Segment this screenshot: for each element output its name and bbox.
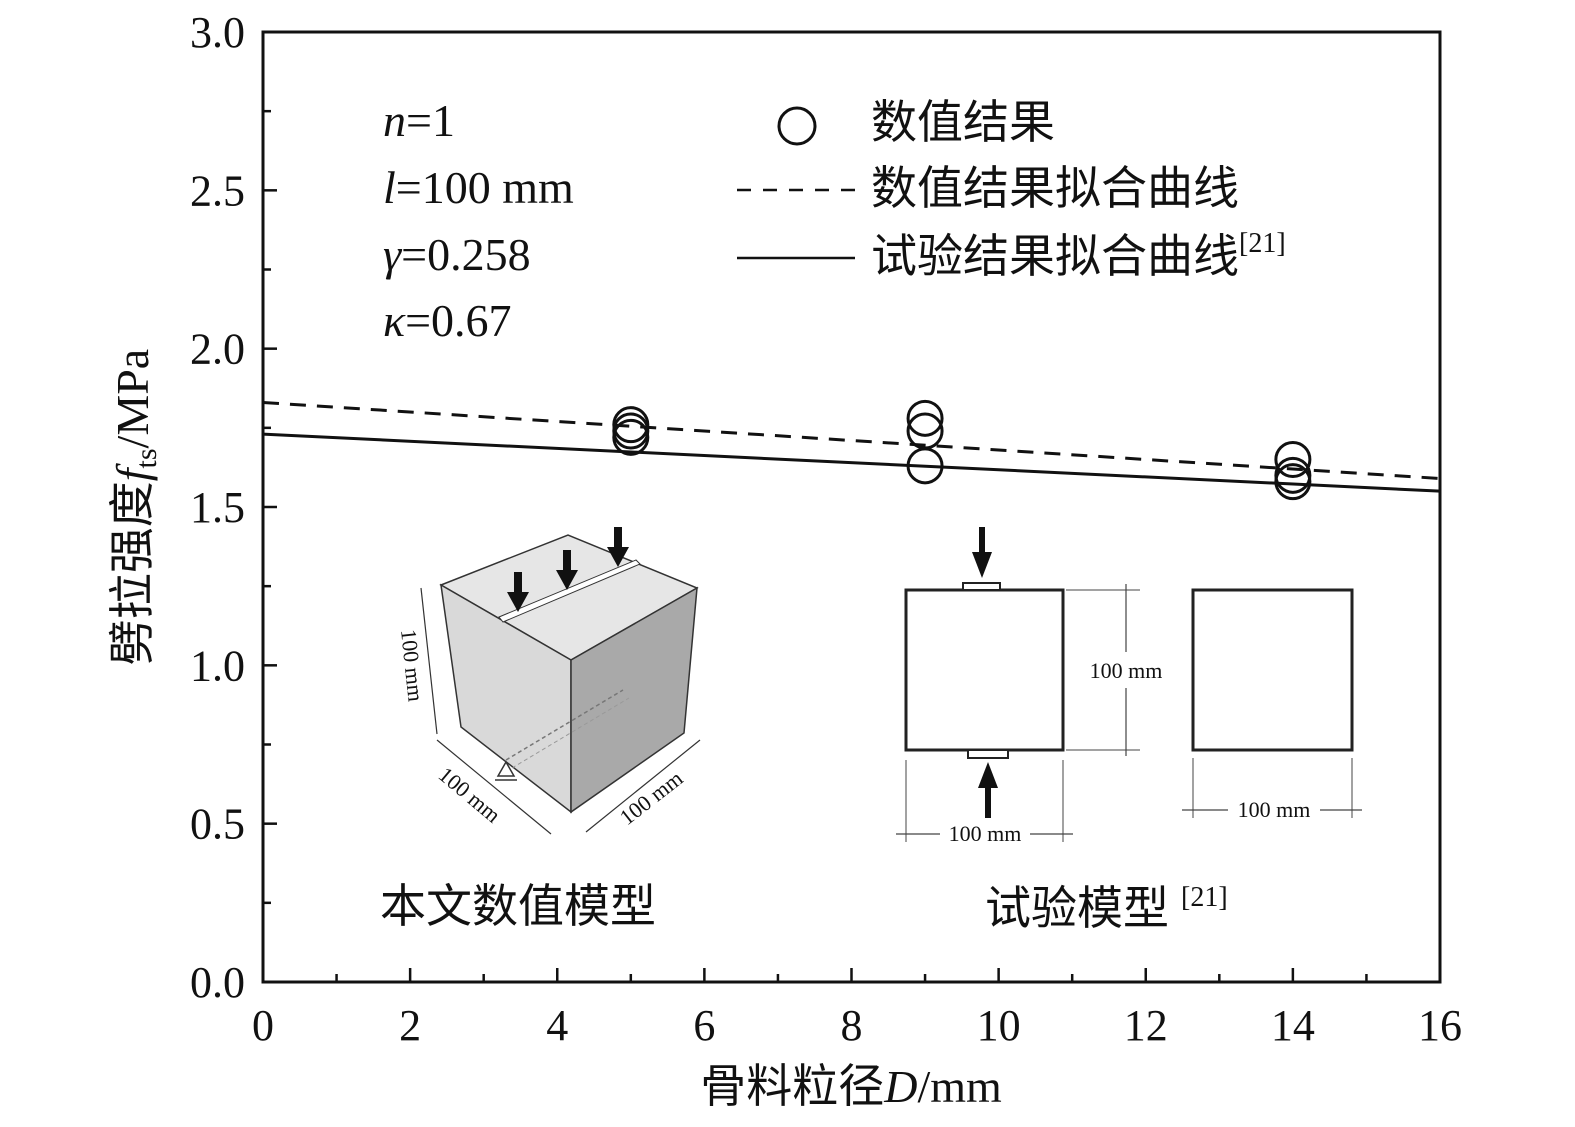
dim-label-horizontal-2: 100 mm — [1238, 797, 1311, 822]
support-strip — [505, 689, 624, 761]
x-tick-label: 12 — [1124, 1001, 1168, 1050]
x-axis-title-var: D — [883, 1061, 917, 1112]
y-tick-label: 2.5 — [190, 166, 245, 215]
support-symbol — [495, 760, 517, 781]
y-axis-title-sub: ts — [130, 448, 163, 468]
x-tick-label: 16 — [1418, 1001, 1462, 1050]
data-point — [906, 399, 944, 437]
specimen-2 — [1191, 588, 1354, 752]
inset-numerical-caption: 本文数值模型 — [380, 881, 656, 932]
data-points — [612, 399, 1312, 501]
dim-label-depth: 100 mm — [434, 762, 506, 828]
y-tick-label: 2.0 — [190, 325, 245, 374]
data-point — [1274, 463, 1312, 501]
axis-ticks — [261, 30, 1442, 984]
dim-label-height: 100 mm — [396, 628, 428, 703]
y-axis-title-unit: /MPa — [107, 349, 158, 449]
x-tick-label: 2 — [399, 1001, 421, 1050]
y-tick-label: 1.0 — [190, 641, 245, 690]
load-arrow-2 — [556, 550, 578, 590]
param-l: l=100 mm — [383, 162, 574, 213]
dim-label-vertical: 100 mm — [1090, 658, 1163, 683]
x-axis-title: 骨料粒径D/mm — [700, 1061, 1002, 1112]
load-arrow-3 — [607, 527, 629, 567]
dim-line-depth — [436, 739, 552, 835]
param-kappa: κ=0.67 — [383, 295, 512, 346]
legend-label-numerical-fit: 数值结果拟合曲线 — [871, 163, 1239, 214]
x-tick-label: 6 — [693, 1001, 715, 1050]
data-point — [906, 447, 944, 485]
specimen-1 — [904, 588, 1065, 752]
dim-label-width: 100 mm — [615, 765, 688, 829]
y-tick-label: 1.5 — [190, 483, 245, 532]
y-axis-title-main: 劈拉强度 — [107, 481, 158, 665]
y-tick-labels: 0.0 0.5 1.0 1.5 2.0 2.5 3.0 — [190, 8, 245, 1007]
bottom-load-arrow — [978, 762, 998, 818]
top-bearing-strip — [962, 582, 1001, 591]
dim-line-height — [420, 587, 438, 735]
y-tick-label: 3.0 — [190, 8, 245, 57]
cube-side-face — [570, 586, 698, 814]
data-point — [612, 418, 650, 456]
parameter-block: n=1 l=100 mm γ=0.258 κ=0.67 — [383, 95, 574, 346]
inset-experimental-model: 100 mm 100 mm 100 mm 试验模型[21] — [896, 527, 1362, 934]
x-tick-label: 4 — [546, 1001, 568, 1050]
y-axis-title: 劈拉强度fts/MPa — [107, 349, 163, 665]
param-gamma: γ=0.258 — [383, 229, 531, 280]
fit-lines — [262, 401, 1441, 493]
x-tick-label: 8 — [841, 1001, 863, 1050]
x-tick-label: 0 — [252, 1001, 274, 1050]
data-point — [1274, 441, 1312, 478]
legend-label-numerical: 数值结果 — [871, 97, 1055, 148]
legend-label-experimental-fit: 试验结果拟合曲线[21] — [871, 228, 1286, 282]
bottom-bearing-strip — [967, 749, 1009, 759]
loading-strip — [498, 559, 641, 623]
legend: 数值结果 数值结果拟合曲线 试验结果拟合曲线[21] — [737, 97, 1286, 282]
x-tick-label: 10 — [977, 1001, 1021, 1050]
inset-experimental-caption: 试验模型[21] — [985, 882, 1228, 934]
y-tick-label: 0.5 — [190, 800, 245, 849]
x-axis-title-unit: /mm — [917, 1061, 1002, 1112]
support-strip-2 — [511, 697, 630, 769]
numerical-fit-line — [262, 401, 1441, 480]
x-axis-title-main: 骨料粒径 — [700, 1061, 884, 1112]
param-n: n=1 — [383, 95, 455, 146]
legend-marker-circle — [777, 106, 817, 146]
x-tick-labels: 0 2 4 6 8 10 12 14 16 — [252, 1001, 1462, 1050]
top-load-arrow — [972, 527, 992, 578]
dim-line-width — [585, 739, 701, 833]
experimental-fit-line — [262, 432, 1441, 493]
load-arrow-1 — [507, 572, 529, 612]
y-tick-label: 0.0 — [190, 958, 245, 1007]
x-tick-label: 14 — [1271, 1001, 1315, 1050]
inset-numerical-model: 100 mm 100 mm 100 mm 本文数值模型 — [380, 527, 701, 932]
dim-label-horizontal-1: 100 mm — [949, 821, 1022, 846]
